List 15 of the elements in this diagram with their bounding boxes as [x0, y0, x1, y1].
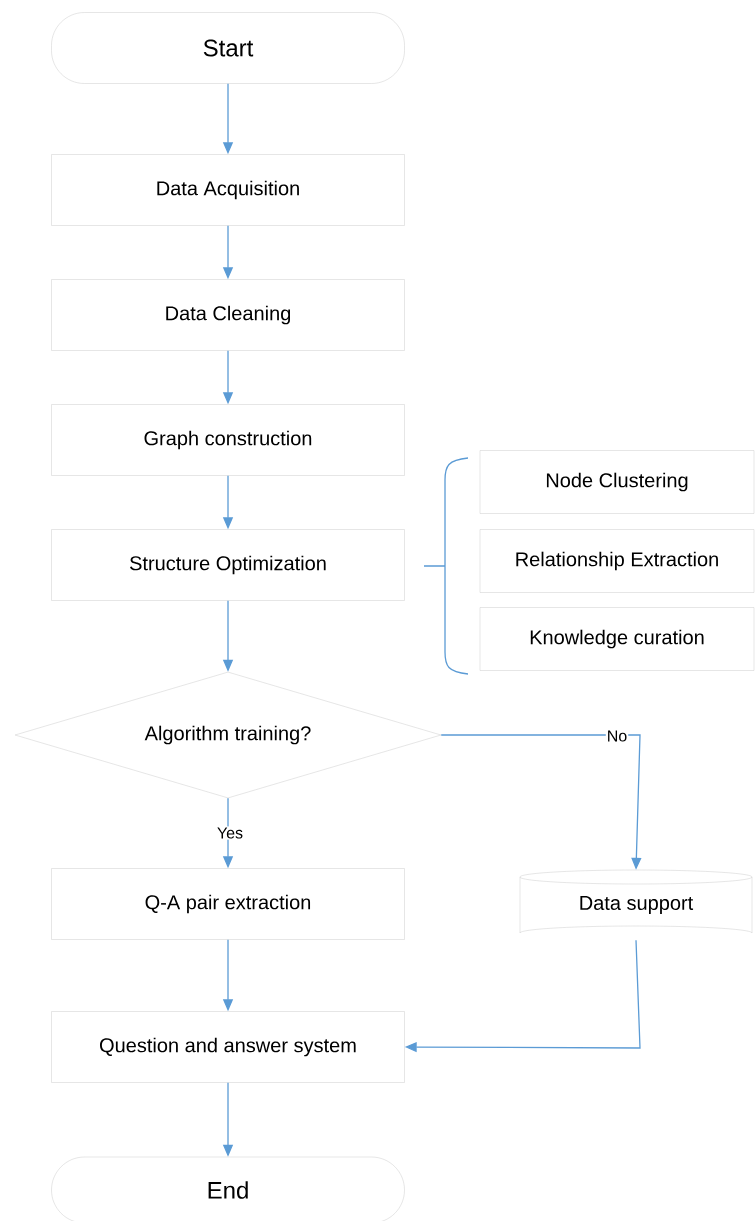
process-box: Relationship Extraction — [479, 529, 755, 593]
process-box: Data Acquisition — [51, 154, 405, 226]
database-cylinder: Data support — [519, 869, 753, 934]
process-box: Node Clustering — [479, 450, 755, 514]
process-box: Graph construction — [51, 404, 405, 476]
process-box: Data Cleaning — [51, 279, 405, 351]
edge-label: Yes — [215, 826, 245, 840]
terminal-box: End — [51, 1156, 405, 1221]
edge-label: No — [605, 729, 629, 743]
process-box: Question and answer system — [51, 1011, 405, 1083]
process-box: Q-A pair extraction — [51, 868, 405, 940]
terminal-box: Start — [51, 12, 405, 84]
process-box: Knowledge curation — [479, 607, 755, 671]
process-box: Structure Optimization — [51, 529, 405, 601]
node-label: Data support — [580, 896, 694, 914]
